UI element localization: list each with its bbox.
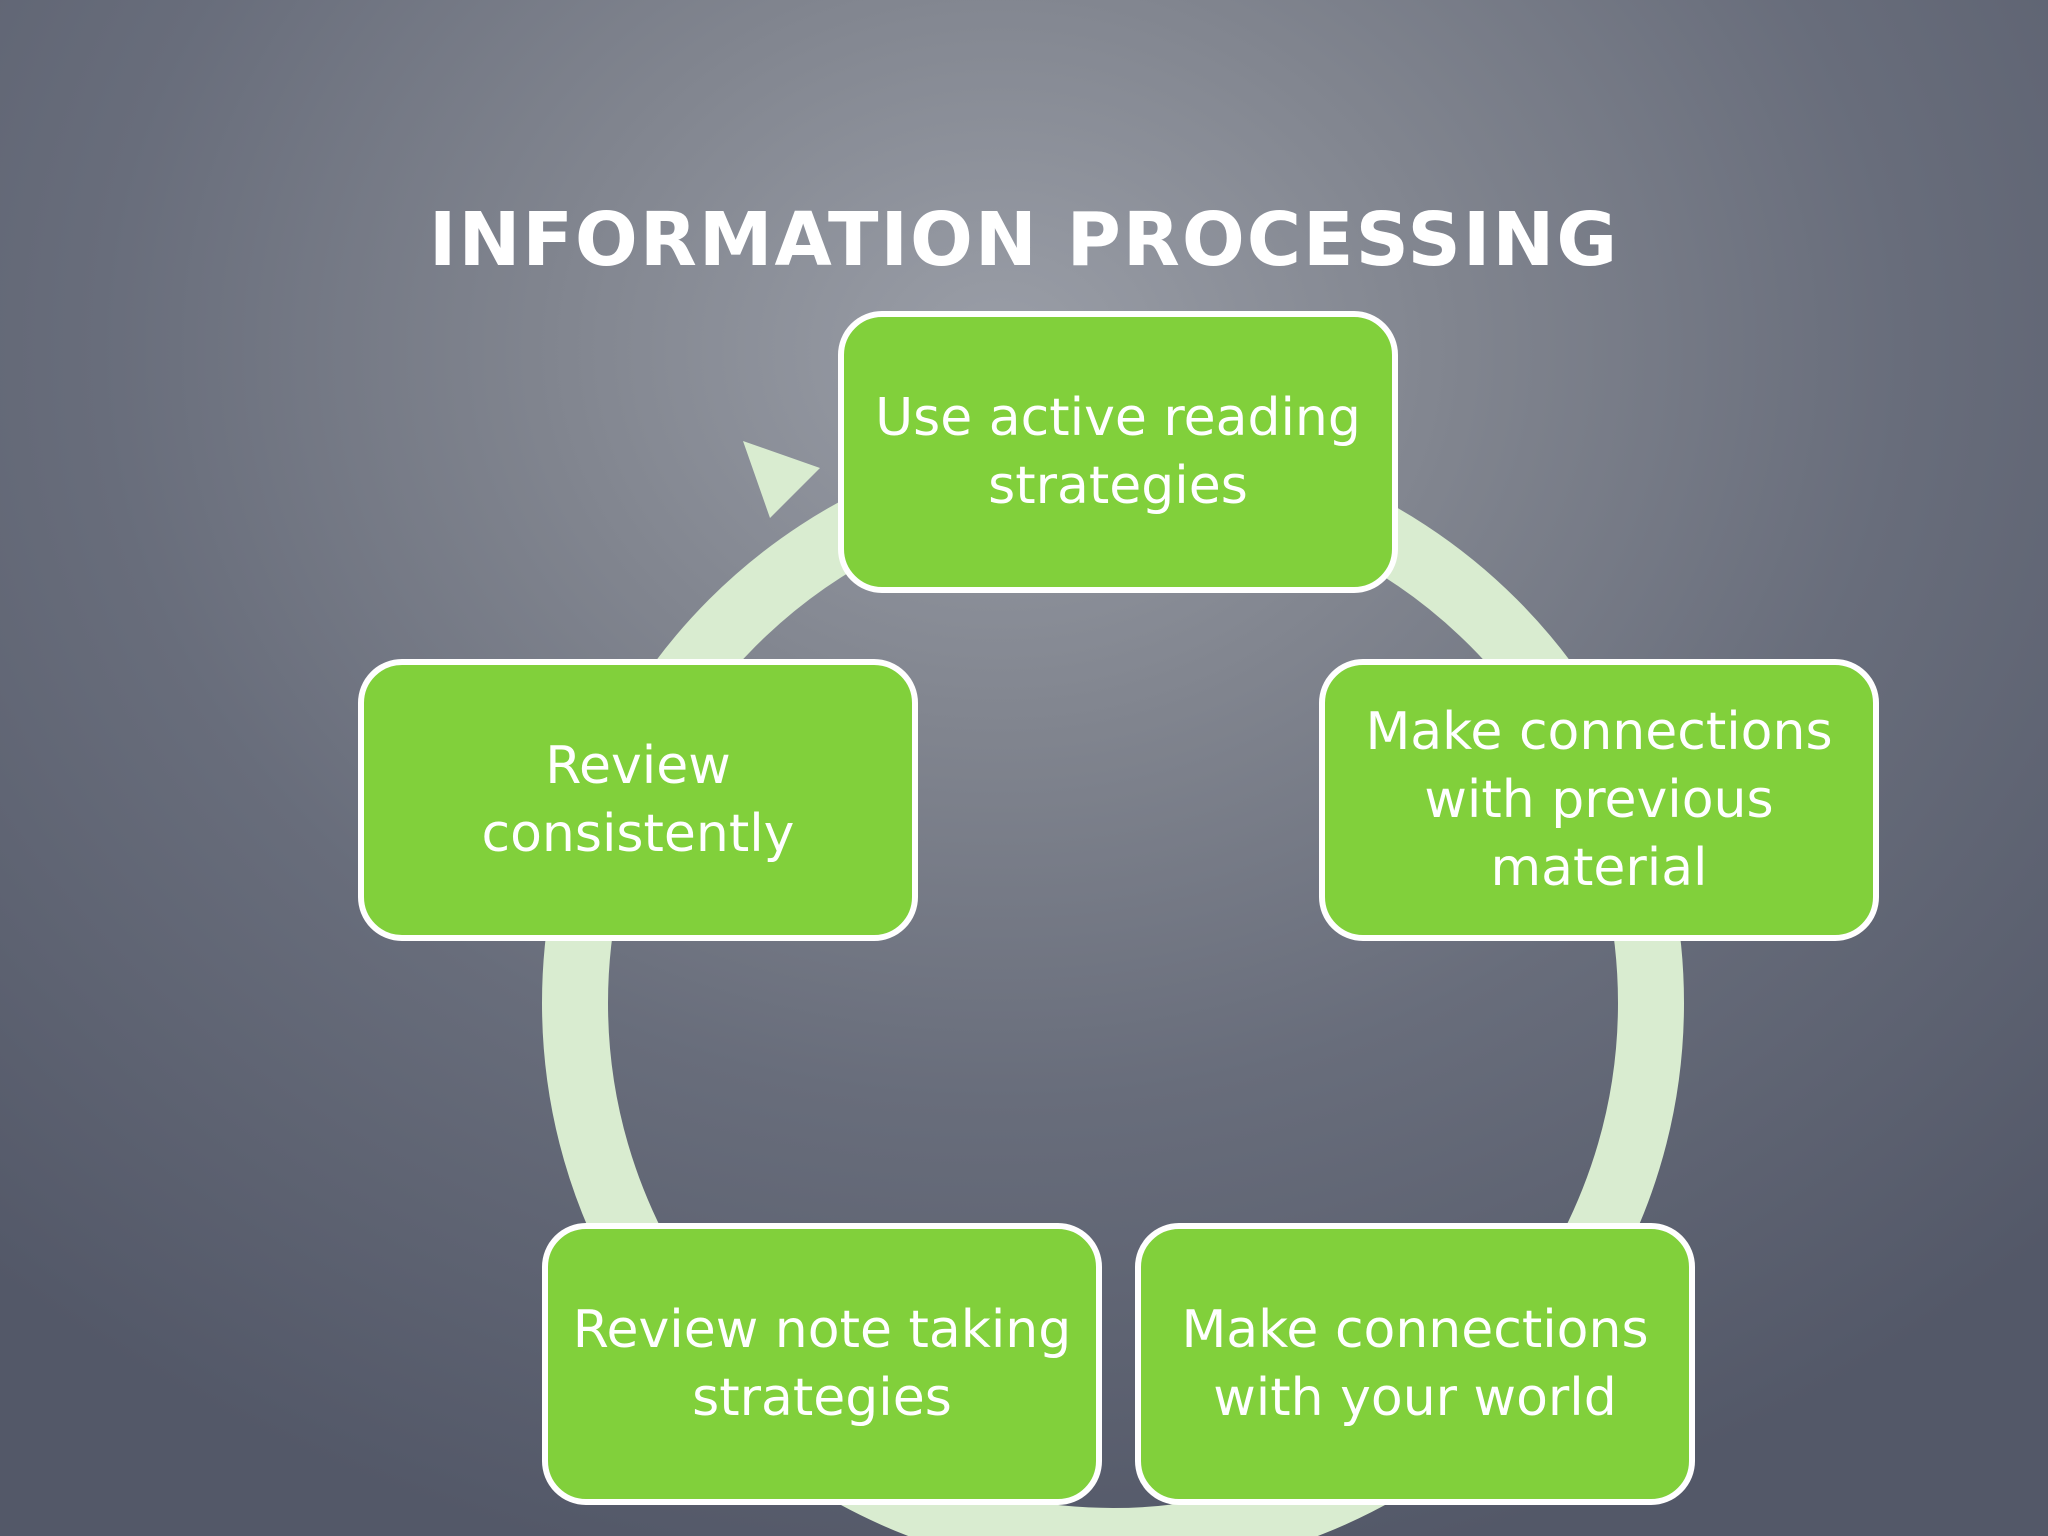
step-label: Use active reading strategies	[875, 388, 1361, 516]
step-label: Make connections with your world	[1181, 1300, 1649, 1428]
cycle-arrow-head-icon	[743, 441, 820, 518]
step-review-note-taking: Review note taking strategies	[542, 1223, 1102, 1505]
slide-title: INFORMATION PROCESSING	[428, 197, 1620, 283]
step-connections-world: Make connections with your world	[1135, 1223, 1695, 1505]
step-label: Make connections with previous material	[1365, 702, 1833, 898]
step-label: Review consistently	[481, 736, 795, 864]
step-use-active-reading: Use active reading strategies	[838, 311, 1398, 593]
step-label: Review note taking strategies	[572, 1300, 1072, 1428]
step-connections-previous: Make connections with previous material	[1319, 659, 1879, 941]
step-review-consistently: Review consistently	[358, 659, 918, 941]
